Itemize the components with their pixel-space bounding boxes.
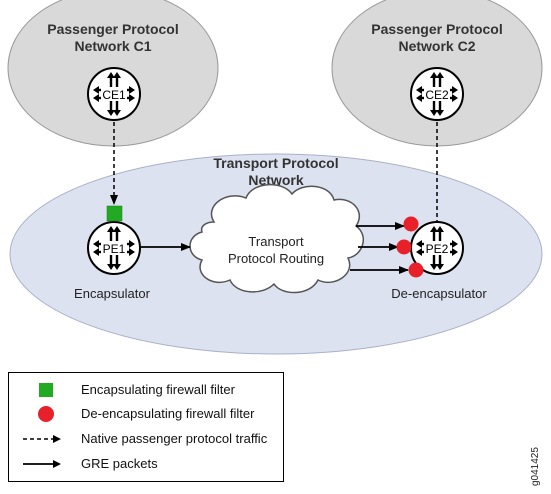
transport-network-label-line1: Transport Protocol — [213, 155, 338, 171]
network-c2-label-line1: Passenger Protocol — [371, 21, 503, 37]
network-c2-label-line2: Network C2 — [398, 38, 475, 54]
decapsulating-filter-marker-bottom — [408, 262, 424, 278]
cloud-label-line1: Transport — [248, 234, 304, 249]
network-c1-label-line2: Network C1 — [74, 38, 151, 54]
transport-cloud — [189, 183, 365, 294]
legend-row-native: Native passenger protocol traffic — [9, 429, 283, 449]
red-circle-icon — [38, 406, 54, 422]
decapsulator-caption: De-encapsulator — [391, 286, 487, 301]
figure-id: g041425 — [530, 447, 541, 486]
router-pe2-label: PE2 — [426, 242, 449, 256]
decapsulating-filter-marker-top — [403, 216, 419, 232]
legend-row-encap: Encapsulating firewall filter — [9, 380, 283, 400]
legend-encap-label: Encapsulating firewall filter — [81, 382, 235, 397]
transport-network-label-line2: Network — [248, 172, 303, 188]
cloud-label-line2: Protocol Routing — [228, 251, 324, 266]
encapsulator-caption: Encapsulator — [74, 286, 151, 301]
dashed-arrow-icon — [23, 435, 61, 443]
solid-arrow-icon — [23, 460, 61, 468]
router-pe1-label: PE1 — [103, 242, 126, 256]
legend-row-decap: De-encapsulating firewall filter — [9, 404, 283, 424]
legend-row-gre: GRE packets — [9, 454, 283, 474]
green-square-icon — [39, 383, 53, 397]
legend: Encapsulating firewall filter De-encapsu… — [8, 372, 284, 482]
legend-gre-label: GRE packets — [81, 456, 158, 471]
router-ce2-label: CE2 — [425, 88, 449, 102]
legend-native-label: Native passenger protocol traffic — [81, 431, 268, 446]
decapsulating-filter-marker-middle — [396, 239, 412, 255]
legend-decap-label: De-encapsulating firewall filter — [81, 406, 255, 421]
network-c1-label-line1: Passenger Protocol — [47, 21, 179, 37]
router-ce1-label: CE1 — [102, 88, 126, 102]
encapsulating-filter-marker — [106, 205, 123, 222]
